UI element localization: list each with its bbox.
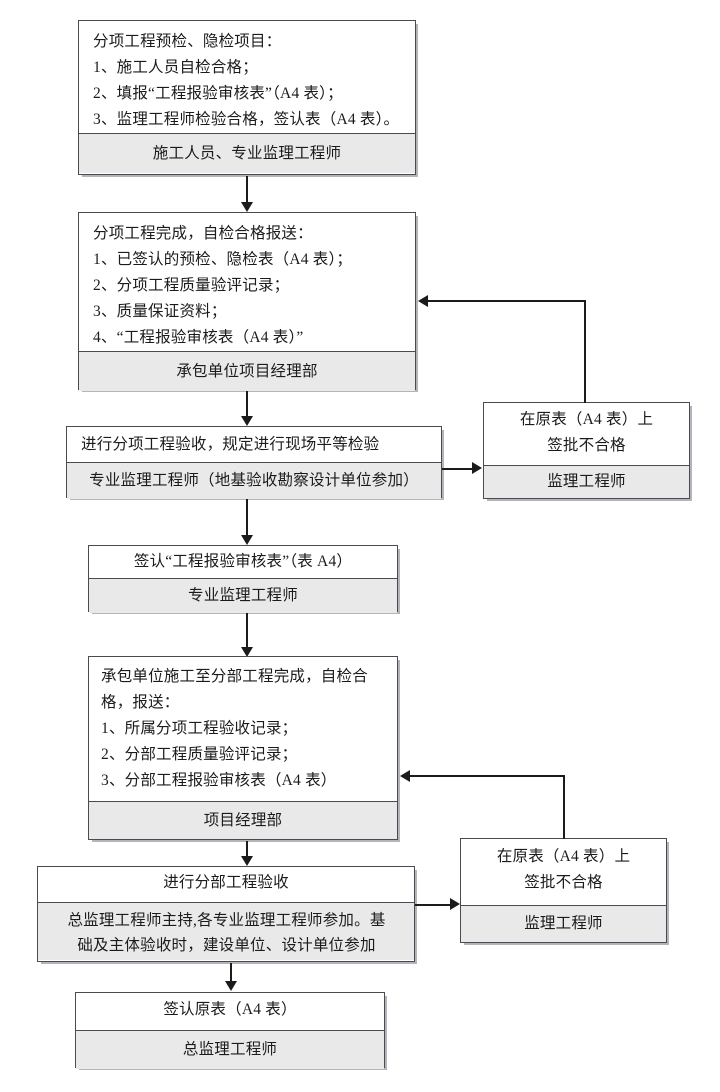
node-sign-review-form[interactable]: 签认“工程报验审核表”（表 A4） 专业监理工程师 (88, 545, 398, 613)
node-reject-stamp-subitem[interactable]: 在原表（A4 表）上 签批不合格 监理工程师 (483, 402, 690, 499)
node-1-role-label: 施工人员、专业监理工程师 (152, 144, 342, 162)
right-2-role-label: 监理工程师 (524, 915, 603, 932)
connector-n3-n4-arrowhead (241, 535, 253, 545)
connector-n6-r2 (415, 904, 452, 906)
connector-n4-n5 (246, 613, 248, 649)
node-1-line-2: 2、填报“工程报验审核表”（A4 表）； (93, 85, 343, 102)
connector-n2-n3-arrowhead (241, 416, 253, 426)
node-3-line-0: 进行分项工程验收，规定进行现场平等检验 (81, 436, 380, 453)
node-1-line-1: 1、施工人员自检合格； (93, 59, 258, 76)
node-6-role-line-0: 总监理工程师主持,各专业监理工程师参加。基 (67, 912, 386, 929)
node-reject-stamp-division[interactable]: 在原表（A4 表）上 签批不合格 监理工程师 (460, 838, 667, 943)
node-2-line-3: 3、质量保证资料； (93, 303, 227, 320)
right-1-line-1: 签批不合格 (547, 437, 626, 454)
node-subitem-submit[interactable]: 分项工程完成，自检合格报送： 1、已签认的预检、隐检表（A4 表）； 2、分项工… (78, 212, 416, 391)
feedback-r1-horizontal (428, 300, 586, 302)
node-6-body: 进行分部工程验收 (38, 867, 414, 902)
feedback-r2-arrowhead (400, 770, 410, 782)
node-2-role-label: 承包单位项目经理部 (176, 362, 318, 380)
node-2-body: 分项工程完成，自检合格报送： 1、已签认的预检、隐检表（A4 表）； 2、分项工… (79, 213, 415, 351)
node-1-line-0: 分项工程预检、隐检项目： (93, 33, 282, 50)
connector-n3-r1-arrowhead (472, 462, 482, 474)
node-7-role-label: 总监理工程师 (182, 1041, 278, 1058)
node-3-role-label: 专业监理工程师（地基验收勘察设计单位参加） (89, 472, 419, 489)
connector-n4-n5-arrowhead (241, 647, 253, 657)
node-5-line-1: 格，报送： (101, 694, 180, 711)
right-2-line-0: 在原表（A4 表）上 (496, 848, 631, 865)
node-subitem-precheck[interactable]: 分项工程预检、隐检项目： 1、施工人员自检合格； 2、填报“工程报验审核表”（A… (78, 20, 416, 175)
node-2-line-0: 分项工程完成，自检合格报送： (93, 225, 313, 242)
node-5-role-label: 项目经理部 (203, 811, 283, 829)
node-division-acceptance[interactable]: 进行分部工程验收 总监理工程师主持,各专业监理工程师参加。基 础及主体验收时，建… (37, 866, 415, 962)
right-2-role: 监理工程师 (461, 905, 666, 942)
node-subitem-acceptance[interactable]: 进行分项工程验收，规定进行现场平等检验 专业监理工程师（地基验收勘察设计单位参加… (66, 426, 442, 499)
node-4-role: 专业监理工程师 (89, 578, 397, 613)
node-2-role: 承包单位项目经理部 (79, 351, 415, 391)
connector-n6-r2-arrowhead (450, 898, 460, 910)
connector-n3-r1 (442, 468, 474, 470)
node-division-complete-submit[interactable]: 承包单位施工至分部工程完成，自检合 格，报送： 1、所属分项工程验收记录； 2、… (88, 656, 398, 840)
node-6-role-line-1: 础及主体验收时，建设单位、设计单位参加 (77, 937, 376, 954)
node-7-line-0: 签认原表（A4 表） (163, 1001, 297, 1018)
right-2-body: 在原表（A4 表）上 签批不合格 (461, 839, 666, 905)
right-1-role-label: 监理工程师 (547, 473, 626, 490)
feedback-r2-vertical (563, 775, 565, 839)
connector-n3-n4 (246, 499, 248, 537)
connector-n6-n7 (230, 963, 232, 986)
connector-n2-n3 (246, 391, 248, 418)
node-2-line-1: 1、已签认的预检、隐检表（A4 表）； (93, 251, 353, 268)
node-4-role-label: 专业监理工程师 (188, 587, 298, 604)
node-1-line-3: 3、监理工程师检验合格，签认表（A4 表）。 (93, 111, 400, 128)
node-2-line-2: 2、分项工程质量验评记录； (93, 277, 290, 294)
connector-n1-n2 (246, 176, 248, 204)
node-5-body: 承包单位施工至分部工程完成，自检合 格，报送： 1、所属分项工程验收记录； 2、… (89, 657, 397, 801)
node-5-line-3: 2、分部工程质量验评记录； (101, 746, 298, 763)
node-1-body: 分项工程预检、隐检项目： 1、施工人员自检合格； 2、填报“工程报验审核表”（A… (79, 21, 415, 133)
connector-n6-n7-arrowhead (225, 981, 237, 991)
node-7-body: 签认原表（A4 表） (76, 993, 384, 1030)
feedback-r1-vertical (584, 300, 586, 403)
node-6-role: 总监理工程师主持,各专业监理工程师参加。基 础及主体验收时，建设单位、设计单位参… (38, 902, 414, 960)
feedback-r2-horizontal (410, 775, 565, 777)
node-1-role: 施工人员、专业监理工程师 (79, 133, 415, 173)
right-1-body: 在原表（A4 表）上 签批不合格 (484, 403, 689, 465)
right-1-role: 监理工程师 (484, 465, 689, 498)
node-sign-original-form[interactable]: 签认原表（A4 表） 总监理工程师 (75, 992, 385, 1069)
connector-n5-n6-arrowhead (241, 856, 253, 866)
right-1-line-0: 在原表（A4 表）上 (519, 411, 654, 428)
feedback-r1-arrowhead (418, 295, 428, 307)
node-5-line-4: 3、分部工程报验审核表（A4 表） (101, 772, 337, 789)
node-5-line-2: 1、所属分项工程验收记录； (101, 720, 298, 737)
node-3-body: 进行分项工程验收，规定进行现场平等检验 (67, 427, 441, 462)
connector-n1-n2-arrowhead (241, 202, 253, 212)
node-6-line-0: 进行分部工程验收 (163, 874, 289, 891)
node-7-role: 总监理工程师 (76, 1030, 384, 1069)
connector-n5-n6 (246, 841, 248, 861)
node-5-line-0: 承包单位施工至分部工程完成，自检合 (101, 668, 368, 685)
node-4-body: 签认“工程报验审核表”（表 A4） (89, 546, 397, 578)
node-3-role: 专业监理工程师（地基验收勘察设计单位参加） (67, 462, 441, 499)
node-2-line-4: 4、“工程报验审核表（A4 表）” (93, 329, 304, 346)
node-4-line-0: 签认“工程报验审核表”（表 A4） (133, 553, 353, 570)
right-2-line-1: 签批不合格 (524, 874, 603, 891)
node-5-role: 项目经理部 (89, 801, 397, 839)
